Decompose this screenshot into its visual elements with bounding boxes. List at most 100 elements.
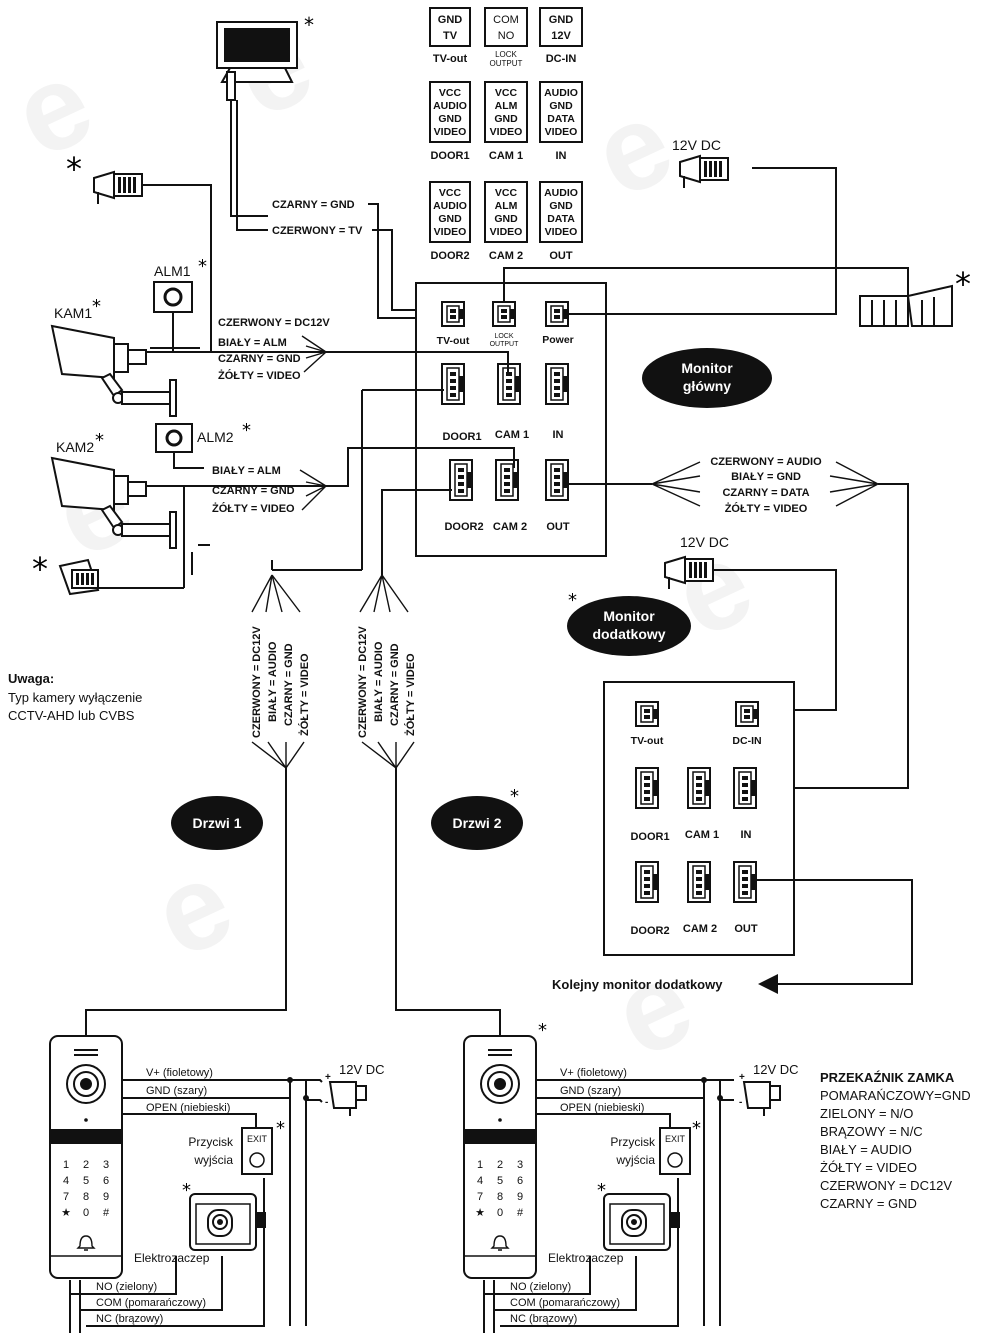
panel1-wire-no: NO (zielony) — [96, 1281, 157, 1293]
label-kam2: KAM2 — [56, 439, 94, 455]
main-monitor-title1: Monitor — [681, 360, 733, 376]
relay-line4: BIAŁY = AUDIO — [820, 1142, 912, 1157]
tv-monitor-icon — [216, 21, 298, 101]
key: 0 — [497, 1207, 503, 1219]
door1-fan-bottom — [251, 741, 305, 769]
legend-dcin-caption: DC-IN — [546, 53, 577, 65]
relay-line1: POMARAŃCZOWY=GND — [820, 1088, 971, 1103]
exit2-label2: wyjścia — [615, 1153, 655, 1167]
power-wire — [568, 167, 837, 315]
extra-port-door2 — [635, 861, 659, 903]
lock-output-wire — [503, 267, 909, 302]
main-port-lock-label1: LOCK — [494, 333, 513, 340]
note-line1: Typ kamery wyłączenie — [8, 690, 142, 705]
asterisk-panel2: * — [538, 1020, 547, 1041]
cam1-to-main — [318, 351, 509, 372]
bus-fan-left — [651, 461, 701, 507]
bus-wire-red: CZERWONY = AUDIO — [710, 456, 822, 468]
power-supply-icon — [93, 171, 143, 205]
next-monitor-arrow — [758, 974, 778, 994]
key: 7 — [477, 1191, 483, 1203]
door1-badge — [171, 796, 263, 850]
exit2-label1: Przycisk — [610, 1135, 656, 1149]
main-port-out — [545, 459, 569, 501]
key: 1 — [63, 1159, 69, 1171]
psu-panel1-plus: + — [325, 1072, 331, 1083]
legend-door2-caption: DOOR2 — [430, 250, 469, 262]
cam2-to-main — [318, 447, 515, 487]
electric-lock-2-icon — [603, 1193, 681, 1251]
main-port-cam1-label: CAM 1 — [495, 429, 529, 441]
key: 2 — [83, 1159, 89, 1171]
key: 8 — [83, 1191, 89, 1203]
extra-port-cam2 — [687, 861, 711, 903]
asterisk-psu-2: * — [32, 550, 48, 588]
bell-icon — [76, 1235, 96, 1251]
svg-text:e: e — [0, 34, 111, 184]
panel1-wire-v: V+ (fioletowy) — [146, 1067, 213, 1079]
legend-cam1-pin4: VIDEO — [490, 126, 523, 138]
key: # — [517, 1207, 524, 1219]
main-port-door1-label: DOOR1 — [442, 431, 481, 443]
label-kam1: KAM1 — [54, 305, 92, 321]
psu-panel1-icon — [328, 1081, 367, 1116]
main-monitor-box — [415, 282, 607, 557]
extra-monitor-title1: Monitor — [603, 608, 655, 624]
alarm-sensor-1-icon — [153, 281, 193, 313]
psu-panel2-icon — [742, 1081, 781, 1116]
main-port-door2-label: DOOR2 — [444, 521, 483, 533]
note-title: Uwaga: — [8, 671, 54, 686]
legend-dcin-line1: GND — [549, 14, 574, 26]
extra-out-to-next — [756, 879, 913, 985]
panel2-wire-nc: NC (brązowy) — [510, 1313, 577, 1325]
door1-wire-black: CZARNY = GND — [283, 643, 295, 726]
legend-door2-pin4: VIDEO — [434, 226, 467, 238]
relay-line2: ZIELONY = N/O — [820, 1106, 913, 1121]
extra-port-cam1-label: CAM 1 — [685, 829, 719, 841]
legend-cam2-pin3: GND — [494, 213, 518, 225]
bus-wire-white: BIAŁY = GND — [731, 471, 801, 483]
main-monitor-title2: główny — [683, 378, 731, 394]
key: 8 — [497, 1191, 503, 1203]
main-port-door1 — [441, 363, 465, 405]
door1-cable-down — [85, 768, 287, 1036]
key: ★ — [475, 1206, 485, 1219]
legend-door1-pin3: GND — [438, 113, 462, 125]
legend-tv-line2: TV — [443, 30, 458, 42]
psu1-cable — [142, 184, 212, 352]
key: 4 — [63, 1175, 69, 1187]
door2-fan-top — [359, 574, 409, 613]
exit1-tag: EXIT — [247, 1134, 268, 1144]
alarm-sensor-2-icon — [155, 423, 193, 453]
psu-panel1-minus: - — [325, 1097, 328, 1108]
key: ★ — [61, 1206, 71, 1219]
keypad-1: 1 2 3 4 5 6 7 8 9 ★ 0 # — [61, 1159, 110, 1219]
cam2-cables — [146, 485, 318, 588]
door-station-2-icon — [463, 1035, 537, 1279]
door-station-1-icon — [49, 1035, 123, 1279]
legend-door2-pin2: AUDIO — [433, 200, 467, 212]
door1-wire-yellow: ŻÓŁTY = VIDEO — [298, 653, 311, 736]
legend-out-pin3: DATA — [547, 213, 575, 225]
legend-out-pin2: GND — [549, 200, 573, 212]
legend-door1-caption: DOOR1 — [430, 150, 469, 162]
legend-in-caption: IN — [556, 150, 567, 162]
relay-line7: CZARNY = GND — [820, 1196, 917, 1211]
relay-title: PRZEKAŹNIK ZAMKA — [820, 1070, 955, 1085]
legend-tv-caption: TV-out — [433, 53, 468, 65]
asterisk-lock-connector: * — [955, 265, 971, 303]
key: 5 — [83, 1175, 89, 1187]
extra-port-door1-label: DOOR1 — [630, 831, 669, 843]
psu-panel2-label: 12V DC — [753, 1062, 799, 1077]
cam1-wire-yellow: ŻÓŁTY = VIDEO — [218, 369, 301, 382]
lock1-label: Elektrozaczep — [134, 1251, 210, 1265]
tv-wire-red: CZERWONY = TV — [272, 225, 363, 237]
tv-cable — [230, 100, 238, 212]
bell-icon-2 — [490, 1235, 510, 1251]
panel1-wire-com: COM (pomarańczowy) — [96, 1297, 206, 1309]
legend-in-pin3: DATA — [547, 113, 575, 125]
door2-fan-bottom — [361, 741, 415, 769]
main-port-power — [545, 301, 569, 327]
panel2-wire-open: OPEN (niebieski) — [560, 1102, 644, 1114]
legend-dcin-line2: 12V — [551, 30, 571, 42]
